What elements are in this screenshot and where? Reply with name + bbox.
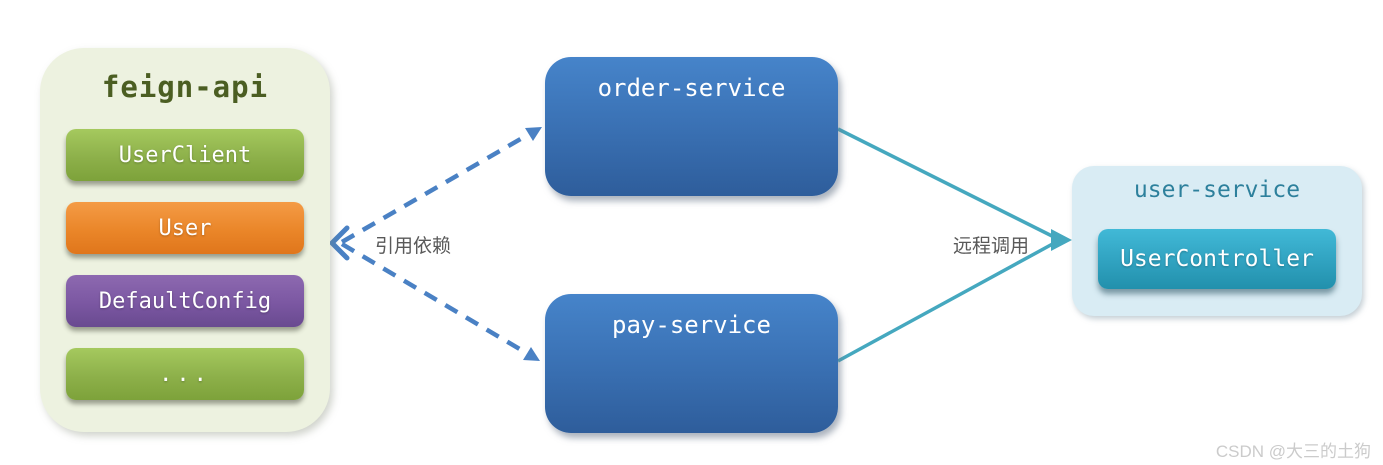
- feign-item-user: User: [66, 202, 304, 254]
- dependency-arrow-pay-line: [340, 242, 530, 356]
- feign-api-module: feign-api UserClient User DefaultConfig …: [40, 48, 330, 432]
- dependency-edge-label: 引用依赖: [375, 236, 452, 257]
- dependency-arrow-order-line: [340, 131, 533, 244]
- user-service-module: user-service UserController: [1072, 166, 1362, 316]
- remote-call-edge-label: 远程调用: [953, 236, 1030, 257]
- feign-item-defaultconfig: DefaultConfig: [66, 275, 304, 327]
- dependency-arrowhead-pay-icon: [523, 347, 540, 361]
- remote-call-line-pay: [837, 239, 1059, 363]
- pay-service-node: pay-service: [545, 294, 838, 433]
- usercontroller-label: UserController: [1120, 246, 1314, 272]
- remote-call-arrowhead-icon: [1051, 229, 1072, 251]
- watermark: CSDN @大三的土狗: [1215, 442, 1371, 461]
- feign-item-user-label: User: [158, 215, 212, 241]
- feign-item-ellipsis-label: ...: [159, 361, 211, 387]
- feign-item-userclient-label: UserClient: [118, 142, 252, 168]
- order-service-label: order-service: [597, 74, 786, 102]
- pay-service-label: pay-service: [612, 311, 771, 339]
- feign-api-title: feign-api: [101, 70, 269, 104]
- user-service-title: user-service: [1133, 177, 1301, 203]
- remote-call-line-order: [837, 127, 1059, 241]
- feign-item-userclient: UserClient: [66, 129, 304, 181]
- dependency-arrowhead-left-icon: [328, 225, 350, 261]
- feign-item-ellipsis: ...: [66, 348, 304, 400]
- usercontroller-node: UserController: [1098, 229, 1336, 289]
- dependency-arrowhead-order-icon: [525, 127, 542, 141]
- order-service-node: order-service: [545, 57, 838, 196]
- feign-item-defaultconfig-label: DefaultConfig: [98, 288, 272, 314]
